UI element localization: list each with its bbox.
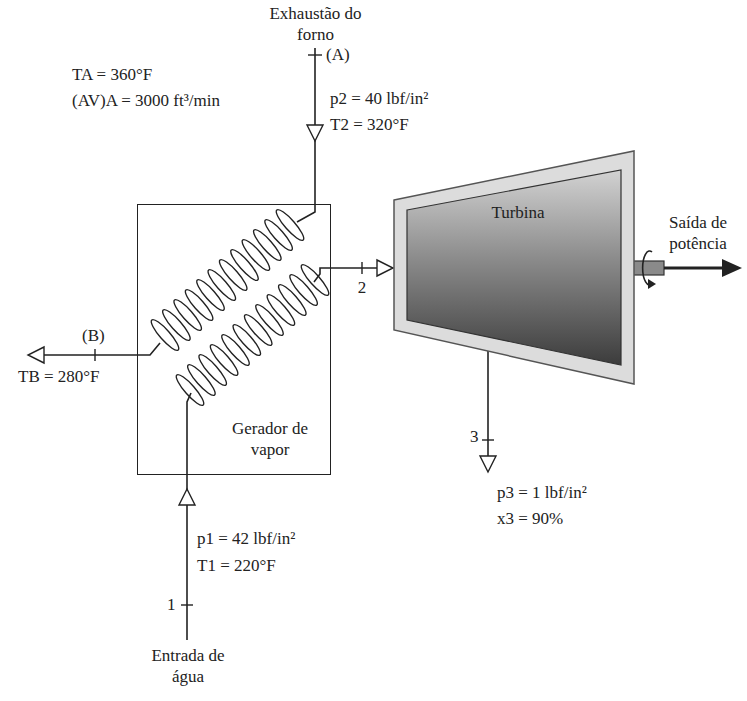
label-holder: T2 = 320°F: [330, 114, 409, 135]
flow-arrow: [307, 125, 323, 141]
state-value: x3 = 90%: [497, 508, 563, 529]
arrowhead: [377, 260, 393, 276]
label-holder: 1: [167, 594, 176, 615]
power-arrowhead: [722, 259, 742, 277]
state-value: TA = 360°F: [72, 64, 152, 85]
state-value: T2 = 320°F: [330, 114, 409, 135]
steam-generator-box: Gerador de vapor: [137, 204, 331, 475]
state-label: (B): [82, 325, 105, 346]
label-holder: TA = 360°F: [72, 64, 152, 85]
water-line: [187, 393, 191, 640]
state-number: 2: [356, 277, 369, 298]
state-number: 1: [167, 594, 176, 615]
state-value: p3 = 1 lbf/in²: [497, 482, 587, 503]
state-tick: [181, 604, 193, 605]
shaft: [630, 261, 664, 275]
label-holder: (B): [82, 325, 105, 346]
turbine-rotor: [407, 170, 621, 365]
flow-connector: [331, 260, 393, 276]
rotation-arrowhead: [648, 279, 656, 289]
connector-line: [331, 267, 378, 269]
label-holder: Entrada de água: [147, 645, 229, 687]
component-label: Turbina: [393, 202, 643, 223]
state-value: T1 = 220°F: [197, 555, 276, 576]
label-holder: TB = 280°F: [18, 366, 100, 387]
label-holder: p2 = 40 lbf/in²: [330, 88, 428, 109]
power-arrow: [664, 267, 724, 270]
label-holder: p1 = 42 lbf/in²: [197, 528, 295, 549]
state-tick: [482, 439, 494, 440]
label-holder: T1 = 220°F: [197, 555, 276, 576]
label-holder: 2: [356, 277, 369, 298]
turbine-outline: [393, 150, 635, 385]
label-holder: (AV)A = 3000 ft³/min: [72, 90, 220, 111]
component-label: Gerador de vapor: [220, 418, 320, 460]
state-value: p2 = 40 lbf/in²: [330, 88, 428, 109]
rotation-arrow: [643, 251, 652, 285]
power-output-label: Saída de potência: [652, 212, 744, 254]
state-label: (A): [326, 44, 350, 65]
flow-arrow: [179, 489, 195, 505]
label-holder: (A): [326, 44, 350, 65]
stream-name: Entrada de água: [147, 645, 229, 687]
state-value: (AV)A = 3000 ft³/min: [72, 90, 220, 111]
label-holder: x3 = 90%: [497, 508, 563, 529]
state-number: 3: [470, 426, 479, 447]
stream-name: Exhaustão do forno: [268, 3, 363, 45]
state-value: TB = 280°F: [18, 366, 100, 387]
turbine-shape: Turbina: [393, 150, 643, 385]
state-tick: [308, 54, 322, 55]
label-holder: Saída de potência: [652, 212, 744, 254]
label-holder: p3 = 1 lbf/in²: [497, 482, 587, 503]
flow-arrow: [480, 456, 496, 472]
steam-line: [314, 268, 331, 282]
coil: [173, 262, 332, 409]
state-value: p1 = 42 lbf/in²: [197, 528, 295, 549]
state-tick: [94, 349, 95, 361]
label-holder: Exhaustão do forno: [268, 3, 363, 45]
flow-arrow: [28, 347, 44, 363]
label-holder: 3: [470, 426, 479, 447]
turbine-casing: [394, 151, 634, 384]
